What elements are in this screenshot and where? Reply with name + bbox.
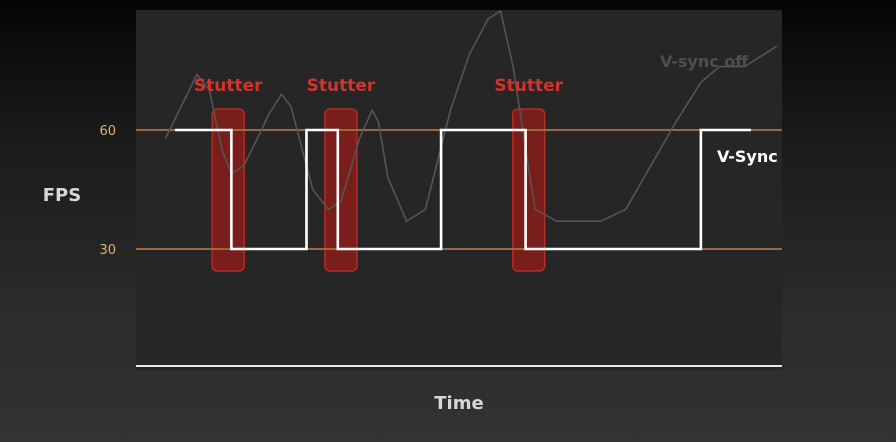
series-line-vsync-off	[164, 10, 777, 223]
stutter-band	[324, 108, 358, 272]
y-tick-label-30: 30	[99, 243, 116, 258]
series-label-vsync: V-Sync	[717, 147, 778, 166]
stutter-band	[511, 108, 546, 272]
stutter-band	[211, 108, 245, 272]
x-axis-label: Time	[434, 393, 483, 414]
series-layer	[164, 10, 777, 251]
series-label-vsync-off: V-sync off	[660, 52, 749, 71]
chart-labels: FPS Time 60 30 V-Sync V-sync off Stutter…	[43, 52, 778, 414]
stutter-label: Stutter	[307, 76, 376, 96]
series-line-vsync	[175, 128, 751, 251]
y-axis-label: FPS	[43, 185, 81, 206]
stutter-label: Stutter	[494, 76, 563, 96]
stutter-bands	[211, 108, 546, 272]
y-tick-label-60: 60	[99, 124, 116, 139]
stutter-label: Stutter	[194, 76, 263, 96]
